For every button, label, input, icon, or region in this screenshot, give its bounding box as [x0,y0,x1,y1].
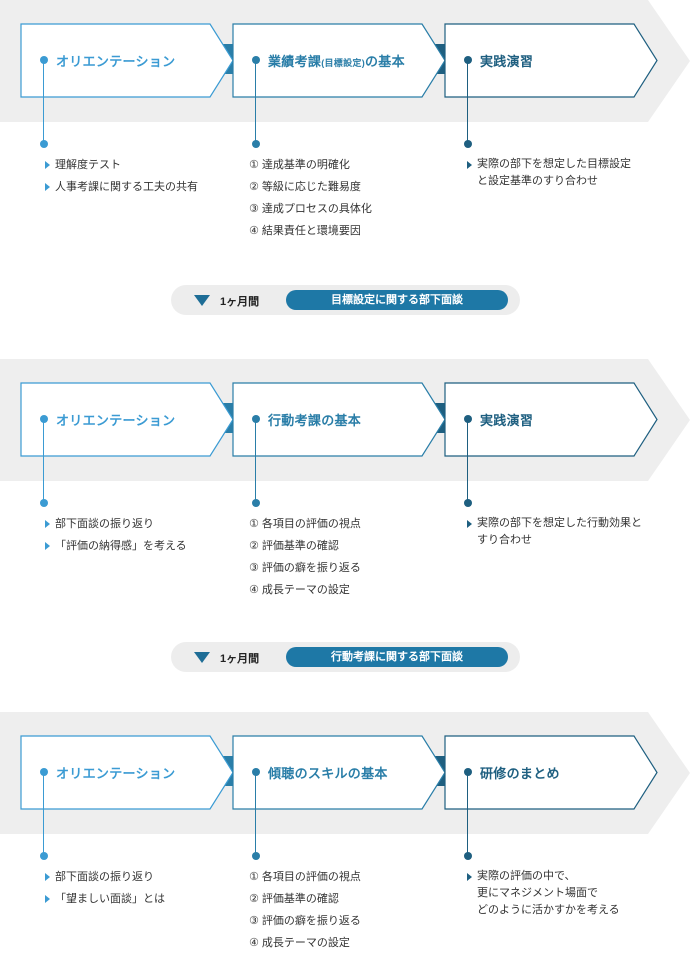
list-item: ① 達成基準の明確化 [249,159,350,171]
detail-list-summary: 実際の評価の中で、 更にマネジメント場面で どのように活かすかを考える [465,866,620,919]
detail-marker [40,852,48,860]
detail-marker [252,140,260,148]
down-arrow-icon [194,652,210,663]
step-title: 傾聴のスキルの基本 [268,766,388,781]
interval-period: 1ヶ月間 [220,653,260,665]
step-marker [252,768,260,776]
step-marker [40,415,48,423]
detail-list-orientation: 理解度テスト 人事考課に関する工夫の共有 [43,154,198,198]
list-item: ④ 成長テーマの設定 [249,584,350,596]
step-title: オリエンテーション [56,54,176,69]
flow-band-3: オリエンテーション 傾聴のスキルの基本 研修のまとめ [0,712,690,834]
detail-marker [40,140,48,148]
detail-list-basics: ① 各項目の評価の視点 ② 評価基準の確認 ③ 評価の癖を振り返る ④ 成長テー… [249,513,361,601]
list-item: 部下面談の振り返り [43,866,165,888]
detail-list-basics: ① 達成基準の明確化 ② 等級に応じた難易度 ③ 達成プロセスの具体化 ④ 結果… [249,154,372,242]
step-training-summary: 研修のまとめ [444,735,659,810]
list-item: 実際の評価の中で、 更にマネジメント場面で どのように活かすかを考える [465,866,620,919]
step-practice: 実践演習 [444,382,659,457]
list-item: ① 各項目の評価の視点 [249,871,361,883]
step-marker [464,56,472,64]
step-orientation: オリエンテーション [20,382,235,457]
list-item: 「望ましい面談」とは [43,888,165,910]
step-marker [252,56,260,64]
detail-list-practice: 実際の部下を想定した目標設定 と設定基準のすり合わせ [465,154,631,190]
step-marker [40,56,48,64]
list-item: 実際の部下を想定した行動効果と すり合わせ [465,513,642,549]
flow-band-1: オリエンテーション 業績考課(目標設定)の基本 実践演習 [0,0,690,122]
step-orientation: オリエンテーション [20,23,235,98]
detail-marker [464,499,472,507]
step-title: 実践演習 [480,413,534,428]
detail-marker [464,852,472,860]
list-item: ② 評価基準の確認 [249,540,339,552]
step-title: 業績考課(目標設定)の基本 [268,54,405,69]
step-title: オリエンテーション [56,413,176,428]
step-marker [40,768,48,776]
detail-list-orientation: 部下面談の振り返り 「望ましい面談」とは [43,866,165,910]
list-item: ③ 達成プロセスの具体化 [249,203,372,215]
leader-line [467,61,468,143]
detail-list-basics: ① 各項目の評価の視点 ② 評価基準の確認 ③ 評価の癖を振り返る ④ 成長テー… [249,866,361,954]
detail-list-practice: 実際の部下を想定した行動効果と すり合わせ [465,513,642,549]
list-item: 理解度テスト [43,154,198,176]
interval-row-2: 1ヶ月間 行動考課に関する部下面談 [171,642,520,672]
interval-label: 行動考課に関する部下面談 [286,647,508,667]
interval-row-1: 1ヶ月間 目標設定に関する部下面談 [171,285,520,315]
leader-line [43,420,44,502]
leader-line [43,773,44,855]
list-item: 実際の部下を想定した目標設定 と設定基準のすり合わせ [465,154,631,190]
list-item: ② 評価基準の確認 [249,893,339,905]
leader-line [43,61,44,143]
step-marker [252,415,260,423]
list-item: ③ 評価の癖を振り返る [249,562,361,574]
list-item: 部下面談の振り返り [43,513,187,535]
interval-label: 目標設定に関する部下面談 [286,290,508,310]
leader-line [255,773,256,855]
leader-line [467,773,468,855]
step-marker [464,415,472,423]
flow-band-2: オリエンテーション 行動考課の基本 実践演習 [0,359,690,481]
interval-period: 1ヶ月間 [220,296,260,308]
list-item: ③ 評価の癖を振り返る [249,915,361,927]
step-title: 研修のまとめ [480,766,560,781]
step-behavior-appraisal-basics: 行動考課の基本 [232,382,447,457]
step-title: 実践演習 [480,54,534,69]
step-marker [464,768,472,776]
list-item: ② 等級に応じた難易度 [249,181,361,193]
leader-line [255,420,256,502]
detail-marker [252,499,260,507]
leader-line [255,61,256,143]
step-orientation: オリエンテーション [20,735,235,810]
detail-marker [252,852,260,860]
step-performance-appraisal-basics: 業績考課(目標設定)の基本 [232,23,447,98]
step-practice: 実践演習 [444,23,659,98]
list-item: 「評価の納得感」を考える [43,535,187,557]
step-listening-skill-basics: 傾聴のスキルの基本 [232,735,447,810]
leader-line [467,420,468,502]
list-item: ④ 結果責任と環境要因 [249,225,361,237]
step-title: オリエンテーション [56,766,176,781]
detail-marker [464,140,472,148]
detail-marker [40,499,48,507]
list-item: 人事考課に関する工夫の共有 [43,176,198,198]
step-title: 行動考課の基本 [268,413,362,428]
detail-list-orientation: 部下面談の振り返り 「評価の納得感」を考える [43,513,187,557]
list-item: ① 各項目の評価の視点 [249,518,361,530]
list-item: ④ 成長テーマの設定 [249,937,350,949]
down-arrow-icon [194,295,210,306]
